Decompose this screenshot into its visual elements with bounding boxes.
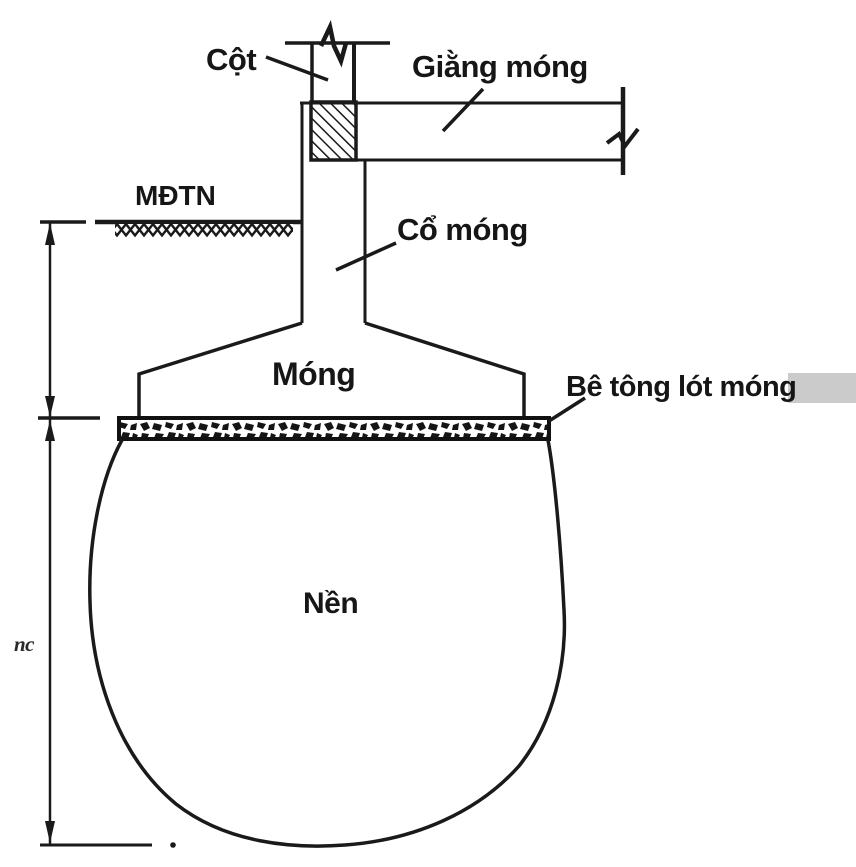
depth-dimension-label: nc (14, 632, 35, 656)
column-break-line (285, 20, 390, 68)
column-outline (310, 43, 356, 103)
beam-break-symbol (605, 87, 640, 175)
soil-label: Nền (303, 587, 359, 620)
column-label: Cột (206, 42, 257, 77)
tie-beam-leader-line (441, 87, 485, 133)
footing-label: Móng (272, 356, 356, 392)
lean-concrete-label: Bê tông lót móng (566, 371, 797, 403)
lean-concrete-leader-line (548, 396, 586, 423)
soil-blob-outline (88, 439, 567, 848)
leader-lines (265, 55, 586, 423)
column-section-hatch (309, 100, 358, 162)
neck-label: Cổ móng (397, 212, 528, 247)
neck-leader-line (335, 241, 397, 272)
ground-hatch (115, 224, 293, 238)
column-leader-line (265, 55, 329, 82)
lean-concrete-strip (117, 416, 551, 441)
tie-beam-label: Giằng móng (412, 49, 588, 84)
footing-outline (137, 321, 526, 418)
foundation-neck-outline (300, 102, 367, 323)
natural-ground-label: MĐTN (135, 180, 216, 211)
dimension-line (38, 220, 176, 848)
scan-artifact-gray-patch (788, 373, 856, 403)
tie-beam-outline (300, 101, 622, 162)
